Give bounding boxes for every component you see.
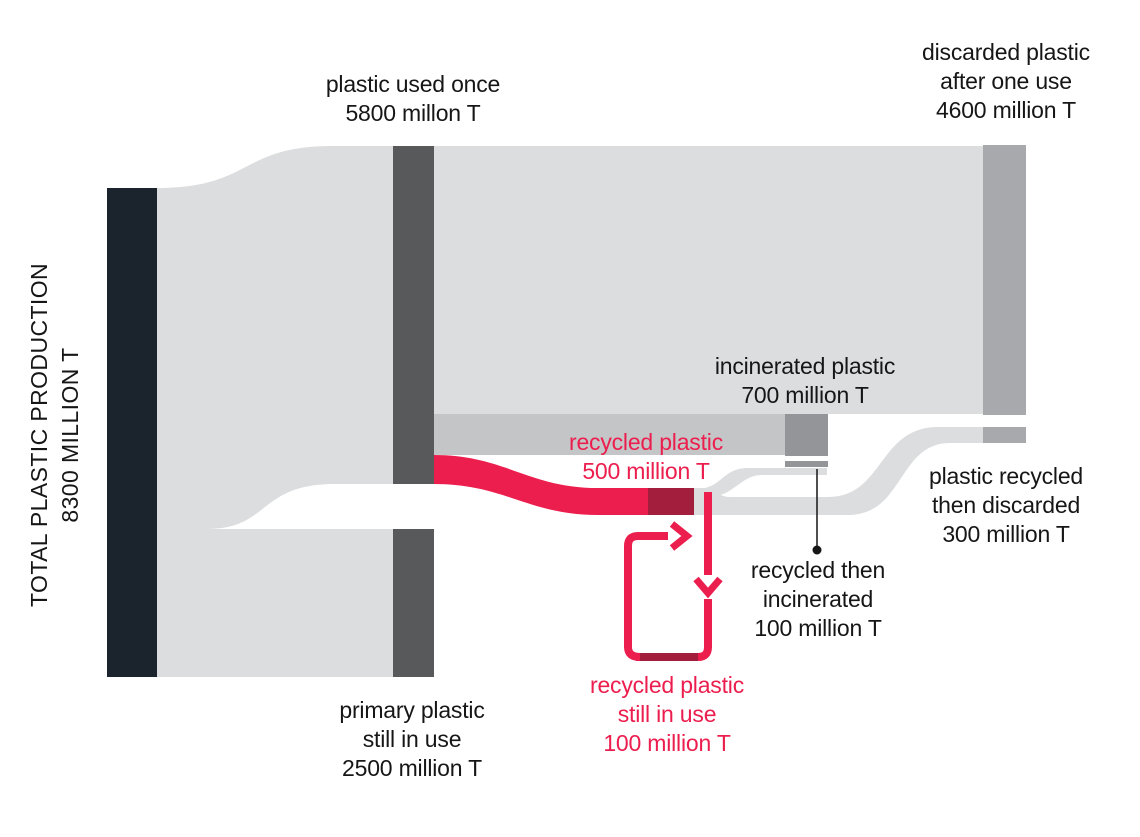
label-line: 2500 million T [342, 755, 482, 781]
label-line: still in use [617, 701, 717, 727]
label-line: 100 million T [754, 615, 882, 641]
flow-used-once-to-incinerated [434, 414, 785, 455]
flow-production-to-used-once [157, 146, 434, 529]
label-line: still in use [362, 726, 462, 752]
label-line: after one use [940, 68, 1072, 94]
label-discarded-after-one-use: discarded plastic after one use 4600 mil… [856, 38, 1140, 125]
flow-production-to-primary [157, 529, 434, 677]
label-line: 700 million T [741, 382, 869, 408]
label-line: plastic used once [325, 71, 501, 97]
label-line: incinerated plastic [714, 353, 896, 379]
label-line: primary plastic [339, 697, 485, 723]
label-recycled-still-in-use: recycled plastic still in use 100 millio… [517, 671, 817, 758]
flow-recycled-to-incinerated [696, 468, 827, 497]
label-recycled-plastic: recycled plastic 500 million T [496, 428, 796, 486]
label-line: incinerated [762, 586, 874, 612]
label-plastic-used-once: plastic used once 5800 millon T [263, 70, 563, 128]
label-recycled-then-discarded: plastic recycled then discarded 300 mill… [856, 462, 1140, 549]
loop-left-segment [624, 532, 668, 661]
label-line: 5800 millon T [345, 100, 481, 126]
arrow-right-icon [669, 521, 693, 551]
loop-bottom-right-corner [694, 599, 712, 661]
label-total-production: TOTAL PLASTIC PRODUCTION 8300 MILLION T [24, 250, 86, 620]
node-incinerated [785, 414, 828, 456]
label-line: recycled plastic [589, 672, 745, 698]
label-recycled-then-incinerated: recycled then incinerated 100 million T [668, 556, 968, 643]
node-recycled [648, 488, 694, 515]
flow-used-once-to-recycled [434, 455, 694, 515]
label-line: 500 million T [582, 458, 710, 484]
label-line: TOTAL PLASTIC PRODUCTION [26, 263, 52, 607]
label-primary-still-in-use: primary plastic still in use 2500 millio… [262, 696, 562, 783]
node-plastic-used-once [393, 146, 434, 484]
label-line: discarded plastic [922, 39, 1090, 65]
label-line: 8300 MILLION T [57, 347, 83, 523]
label-line: recycled plastic [568, 429, 724, 455]
label-line: 100 million T [603, 730, 731, 756]
label-line: plastic recycled [928, 463, 1084, 489]
node-recycled-then-incinerated [785, 461, 828, 467]
label-line: then discarded [931, 492, 1081, 518]
label-line: 300 million T [942, 521, 1070, 547]
node-discarded-after-one-use [983, 145, 1026, 415]
label-line: recycled then [750, 557, 886, 583]
node-primary-still-in-use [393, 529, 434, 677]
label-incinerated: incinerated plastic 700 million T [655, 352, 955, 410]
node-total-production [107, 188, 157, 677]
flow-recycled-to-discarded [694, 427, 983, 515]
arrow-down-icon [693, 576, 723, 599]
callout-dot [812, 545, 822, 555]
node-recycled-then-discarded [983, 427, 1026, 443]
label-line: 4600 million T [936, 97, 1076, 123]
flow-used-once-to-discarded [434, 146, 983, 414]
